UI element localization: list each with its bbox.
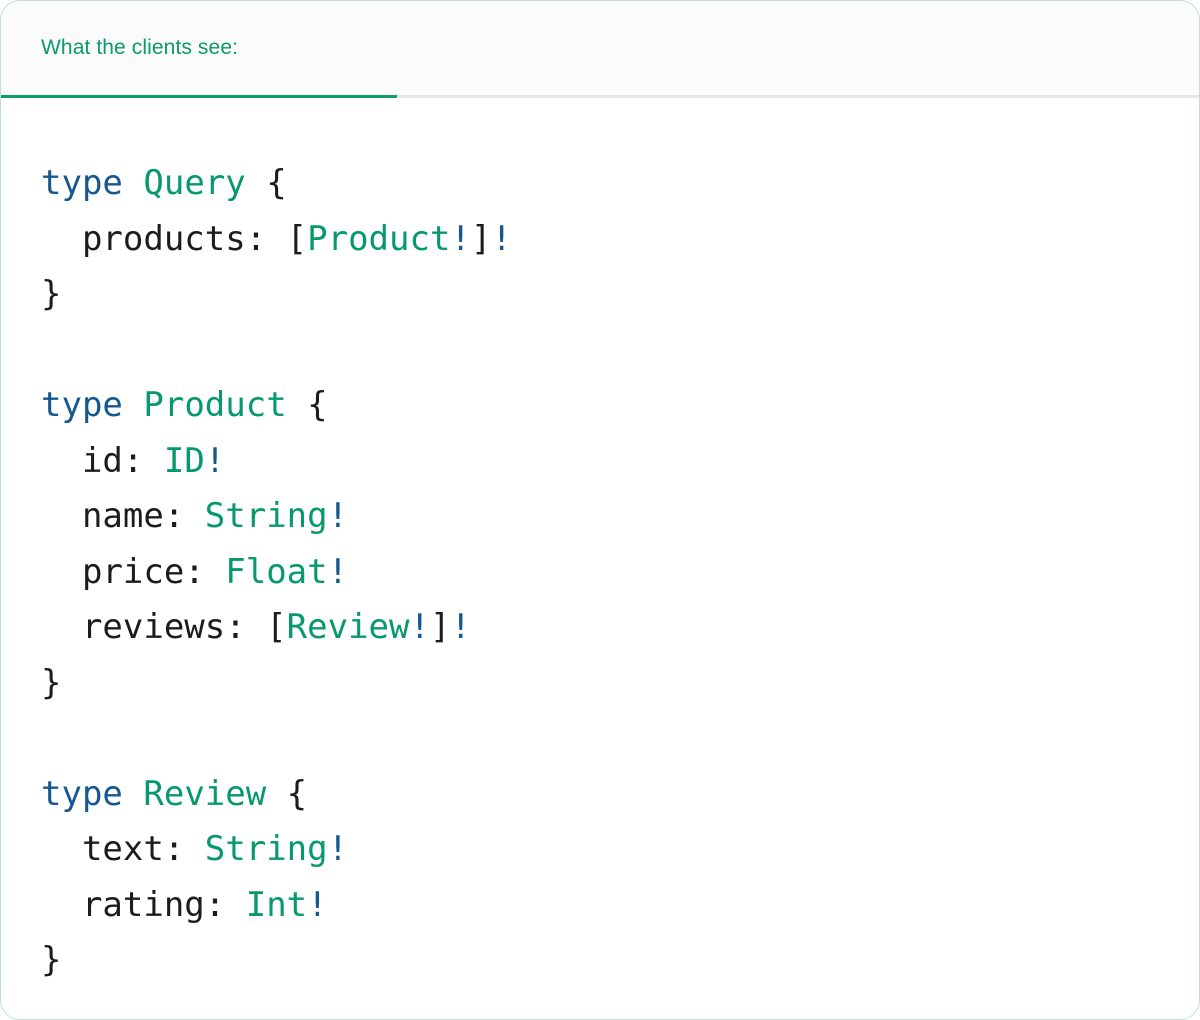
code-token-bang: ! <box>409 607 430 647</box>
code-token-type: Query <box>143 163 246 203</box>
code-token-bang: ! <box>307 884 328 925</box>
code-token-type: ID <box>163 440 205 481</box>
code-token-punc: { <box>245 163 287 203</box>
code-line: } <box>41 933 1159 989</box>
code-line: text: String! <box>41 822 1159 878</box>
code-token-bang: ! <box>327 829 349 869</box>
code-line: name: String! <box>41 489 1159 545</box>
graphql-schema-code: type Query { products: [Product!]!}​type… <box>41 156 1159 989</box>
code-line: } <box>41 267 1159 323</box>
code-token-punc <box>123 385 143 425</box>
code-token-punc <box>123 774 143 814</box>
code-token-name: reviews <box>41 607 226 647</box>
code-line: type Query { <box>41 156 1159 212</box>
code-token-type: Product <box>143 385 287 425</box>
tab-what-the-clients-see[interactable]: What the clients see: <box>1 1 397 98</box>
code-token-kw: type <box>41 385 123 425</box>
code-token-bang: ! <box>450 607 471 647</box>
code-token-punc: : <box>184 551 226 592</box>
code-token-type: Product <box>307 218 451 259</box>
code-token-kw: type <box>41 773 123 814</box>
tab-bar: What the clients see: <box>1 1 1199 98</box>
code-token-bang: ! <box>491 218 512 259</box>
code-token-punc: : [ <box>245 218 308 259</box>
code-token-name: text <box>41 829 164 869</box>
code-line: ​ <box>41 323 1159 379</box>
code-area: type Query { products: [Product!]!}​type… <box>1 98 1199 1018</box>
code-token-punc: : [ <box>225 607 287 647</box>
code-line: rating: Int! <box>41 878 1159 934</box>
code-token-punc: { <box>286 385 328 425</box>
code-token-type: Review <box>143 773 267 814</box>
code-token-punc: : <box>163 496 205 536</box>
code-token-punc: } <box>41 940 62 980</box>
code-token-name: price <box>41 551 185 592</box>
code-token-name: products <box>41 218 246 259</box>
code-token-type: Int <box>245 884 308 925</box>
code-line: id: ID! <box>41 434 1159 490</box>
code-token-type: Float <box>225 551 328 592</box>
code-token-bang: ! <box>450 218 471 259</box>
code-line: } <box>41 656 1159 712</box>
code-line: reviews: [Review!]! <box>41 600 1159 656</box>
code-token-type: Review <box>286 607 410 647</box>
code-token-kw: type <box>41 163 123 203</box>
code-line: price: Float! <box>41 545 1159 601</box>
code-token-punc: : <box>163 829 205 869</box>
code-token-bang: ! <box>204 440 226 481</box>
code-token-punc: { <box>266 773 308 814</box>
code-token-punc: ] <box>429 607 451 647</box>
code-token-punc: : <box>204 884 246 925</box>
code-token-punc: } <box>41 662 62 703</box>
code-token-punc: } <box>41 274 62 314</box>
code-line: type Product { <box>41 378 1159 434</box>
code-token-type: String <box>204 829 328 869</box>
code-token-punc: ] <box>470 218 492 259</box>
code-token-punc <box>123 163 143 203</box>
code-token-bang: ! <box>327 496 349 536</box>
code-token-name: name <box>41 496 164 536</box>
code-token-bang: ! <box>327 551 349 592</box>
code-token-name: rating <box>41 884 205 925</box>
code-line: ​ <box>41 711 1159 767</box>
tab-label: What the clients see: <box>41 36 239 59</box>
code-token-punc: : <box>122 440 164 481</box>
code-line: type Review { <box>41 767 1159 823</box>
code-token-type: String <box>204 496 328 536</box>
code-token-name: id <box>41 440 123 481</box>
code-line: products: [Product!]! <box>41 212 1159 268</box>
